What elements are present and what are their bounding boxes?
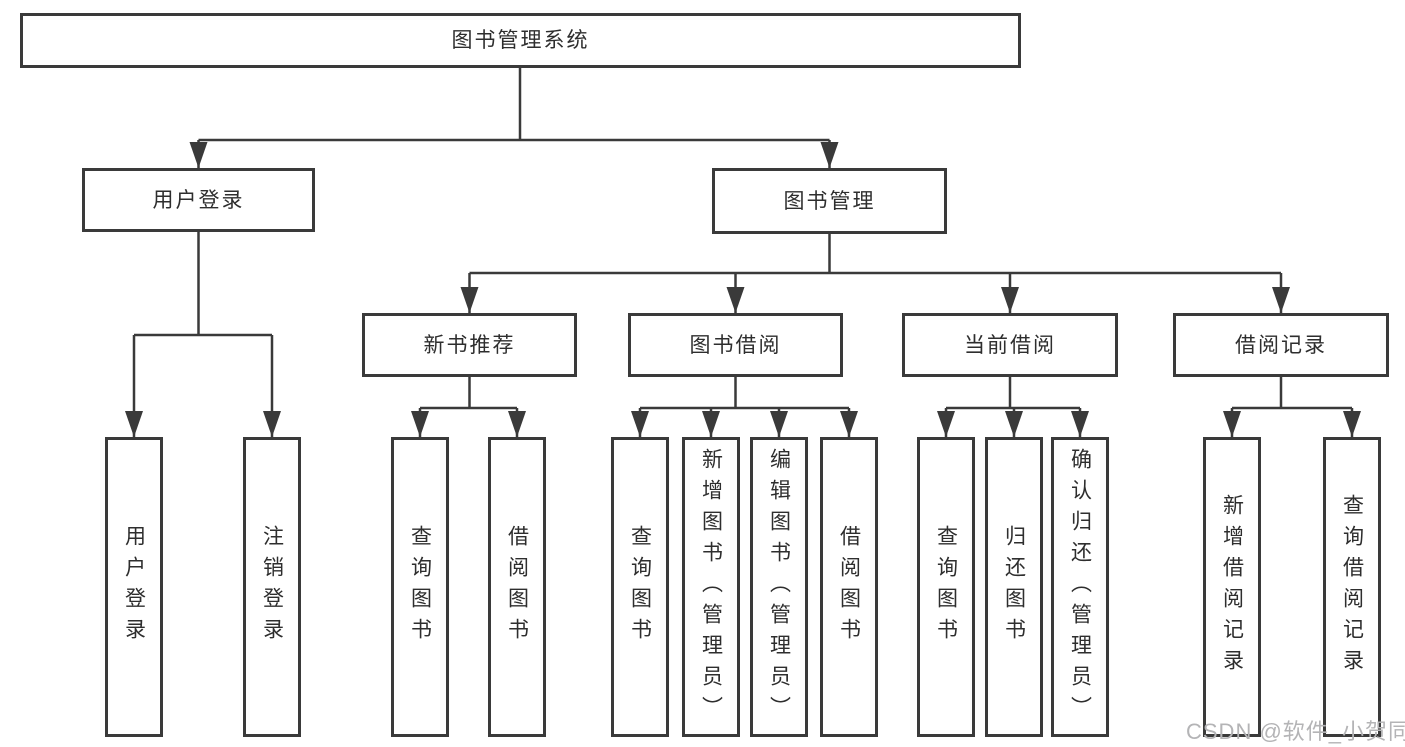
leaf-current-return-books: 归还图书 bbox=[985, 437, 1043, 737]
leaf-logout: 注销登录 bbox=[243, 437, 301, 737]
node-book-borrow: 图书借阅 bbox=[628, 313, 843, 377]
node-current-borrow: 当前借阅 bbox=[902, 313, 1118, 377]
leaf-borrow-edit-books-admin: 编辑图书（管理员） bbox=[750, 437, 808, 737]
node-root-system: 图书管理系统 bbox=[20, 13, 1021, 68]
leaf-borrow-borrow-books: 借阅图书 bbox=[820, 437, 878, 737]
leaf-recommend-borrow-books: 借阅图书 bbox=[488, 437, 546, 737]
connector-current-borrow bbox=[937, 377, 1089, 437]
leaf-borrow-add-books-admin: 新增图书（管理员） bbox=[682, 437, 740, 737]
connector-root bbox=[189, 68, 839, 168]
node-borrow-record: 借阅记录 bbox=[1173, 313, 1389, 377]
leaf-current-confirm-return-admin: 确认归还（管理员） bbox=[1051, 437, 1109, 737]
node-new-book-recommend: 新书推荐 bbox=[362, 313, 577, 377]
leaf-record-query-borrow-record: 查询借阅记录 bbox=[1323, 437, 1381, 737]
leaf-current-query-books: 查询图书 bbox=[917, 437, 975, 737]
node-user-login: 用户登录 bbox=[82, 168, 315, 232]
leaf-user-login: 用户登录 bbox=[105, 437, 163, 737]
leaf-recommend-query-books: 查询图书 bbox=[391, 437, 449, 737]
leaf-record-add-borrow-record: 新增借阅记录 bbox=[1203, 437, 1261, 737]
connector-borrow-record bbox=[1223, 377, 1361, 437]
connector-book-borrow bbox=[631, 377, 858, 437]
connector-user-login bbox=[125, 232, 281, 437]
connector-new-book-recommend bbox=[411, 377, 526, 437]
watermark: CSDN @软件_小贺同学 bbox=[1186, 719, 1405, 744]
node-book-management: 图书管理 bbox=[712, 168, 947, 234]
leaf-borrow-query-books: 查询图书 bbox=[611, 437, 669, 737]
connector-book-management bbox=[460, 234, 1290, 313]
